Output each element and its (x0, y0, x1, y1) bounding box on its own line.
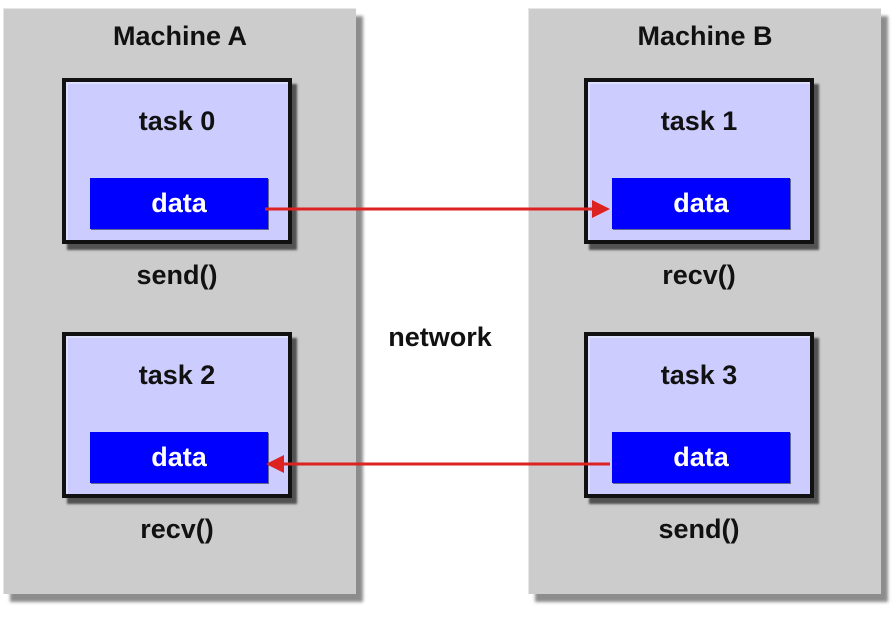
task-0-data-block: data (90, 178, 268, 229)
task-1-box: task 1 data (584, 78, 814, 244)
task-2-box: task 2 data (62, 332, 292, 498)
task-3-box: task 3 data (584, 332, 814, 498)
task-3-title: task 3 (660, 360, 738, 390)
task-2-data-block: data (90, 432, 268, 483)
task-0-title: task 0 (138, 106, 216, 136)
task-0-box: task 0 data (62, 78, 292, 244)
task-1-title: task 1 (660, 106, 738, 136)
task-3-data-block: data (612, 432, 790, 483)
task-2-title: task 2 (138, 360, 216, 390)
task-1-data-block: data (612, 178, 790, 229)
task-1-call-label: recv() (662, 260, 736, 290)
task-0-call-label: send() (136, 260, 218, 290)
task-2-call-label: recv() (140, 514, 214, 544)
machine-a-title: Machine A (112, 21, 248, 51)
machine-b-title: Machine B (637, 21, 773, 51)
task-3-call-label: send() (658, 514, 740, 544)
network-label: network (388, 322, 492, 352)
